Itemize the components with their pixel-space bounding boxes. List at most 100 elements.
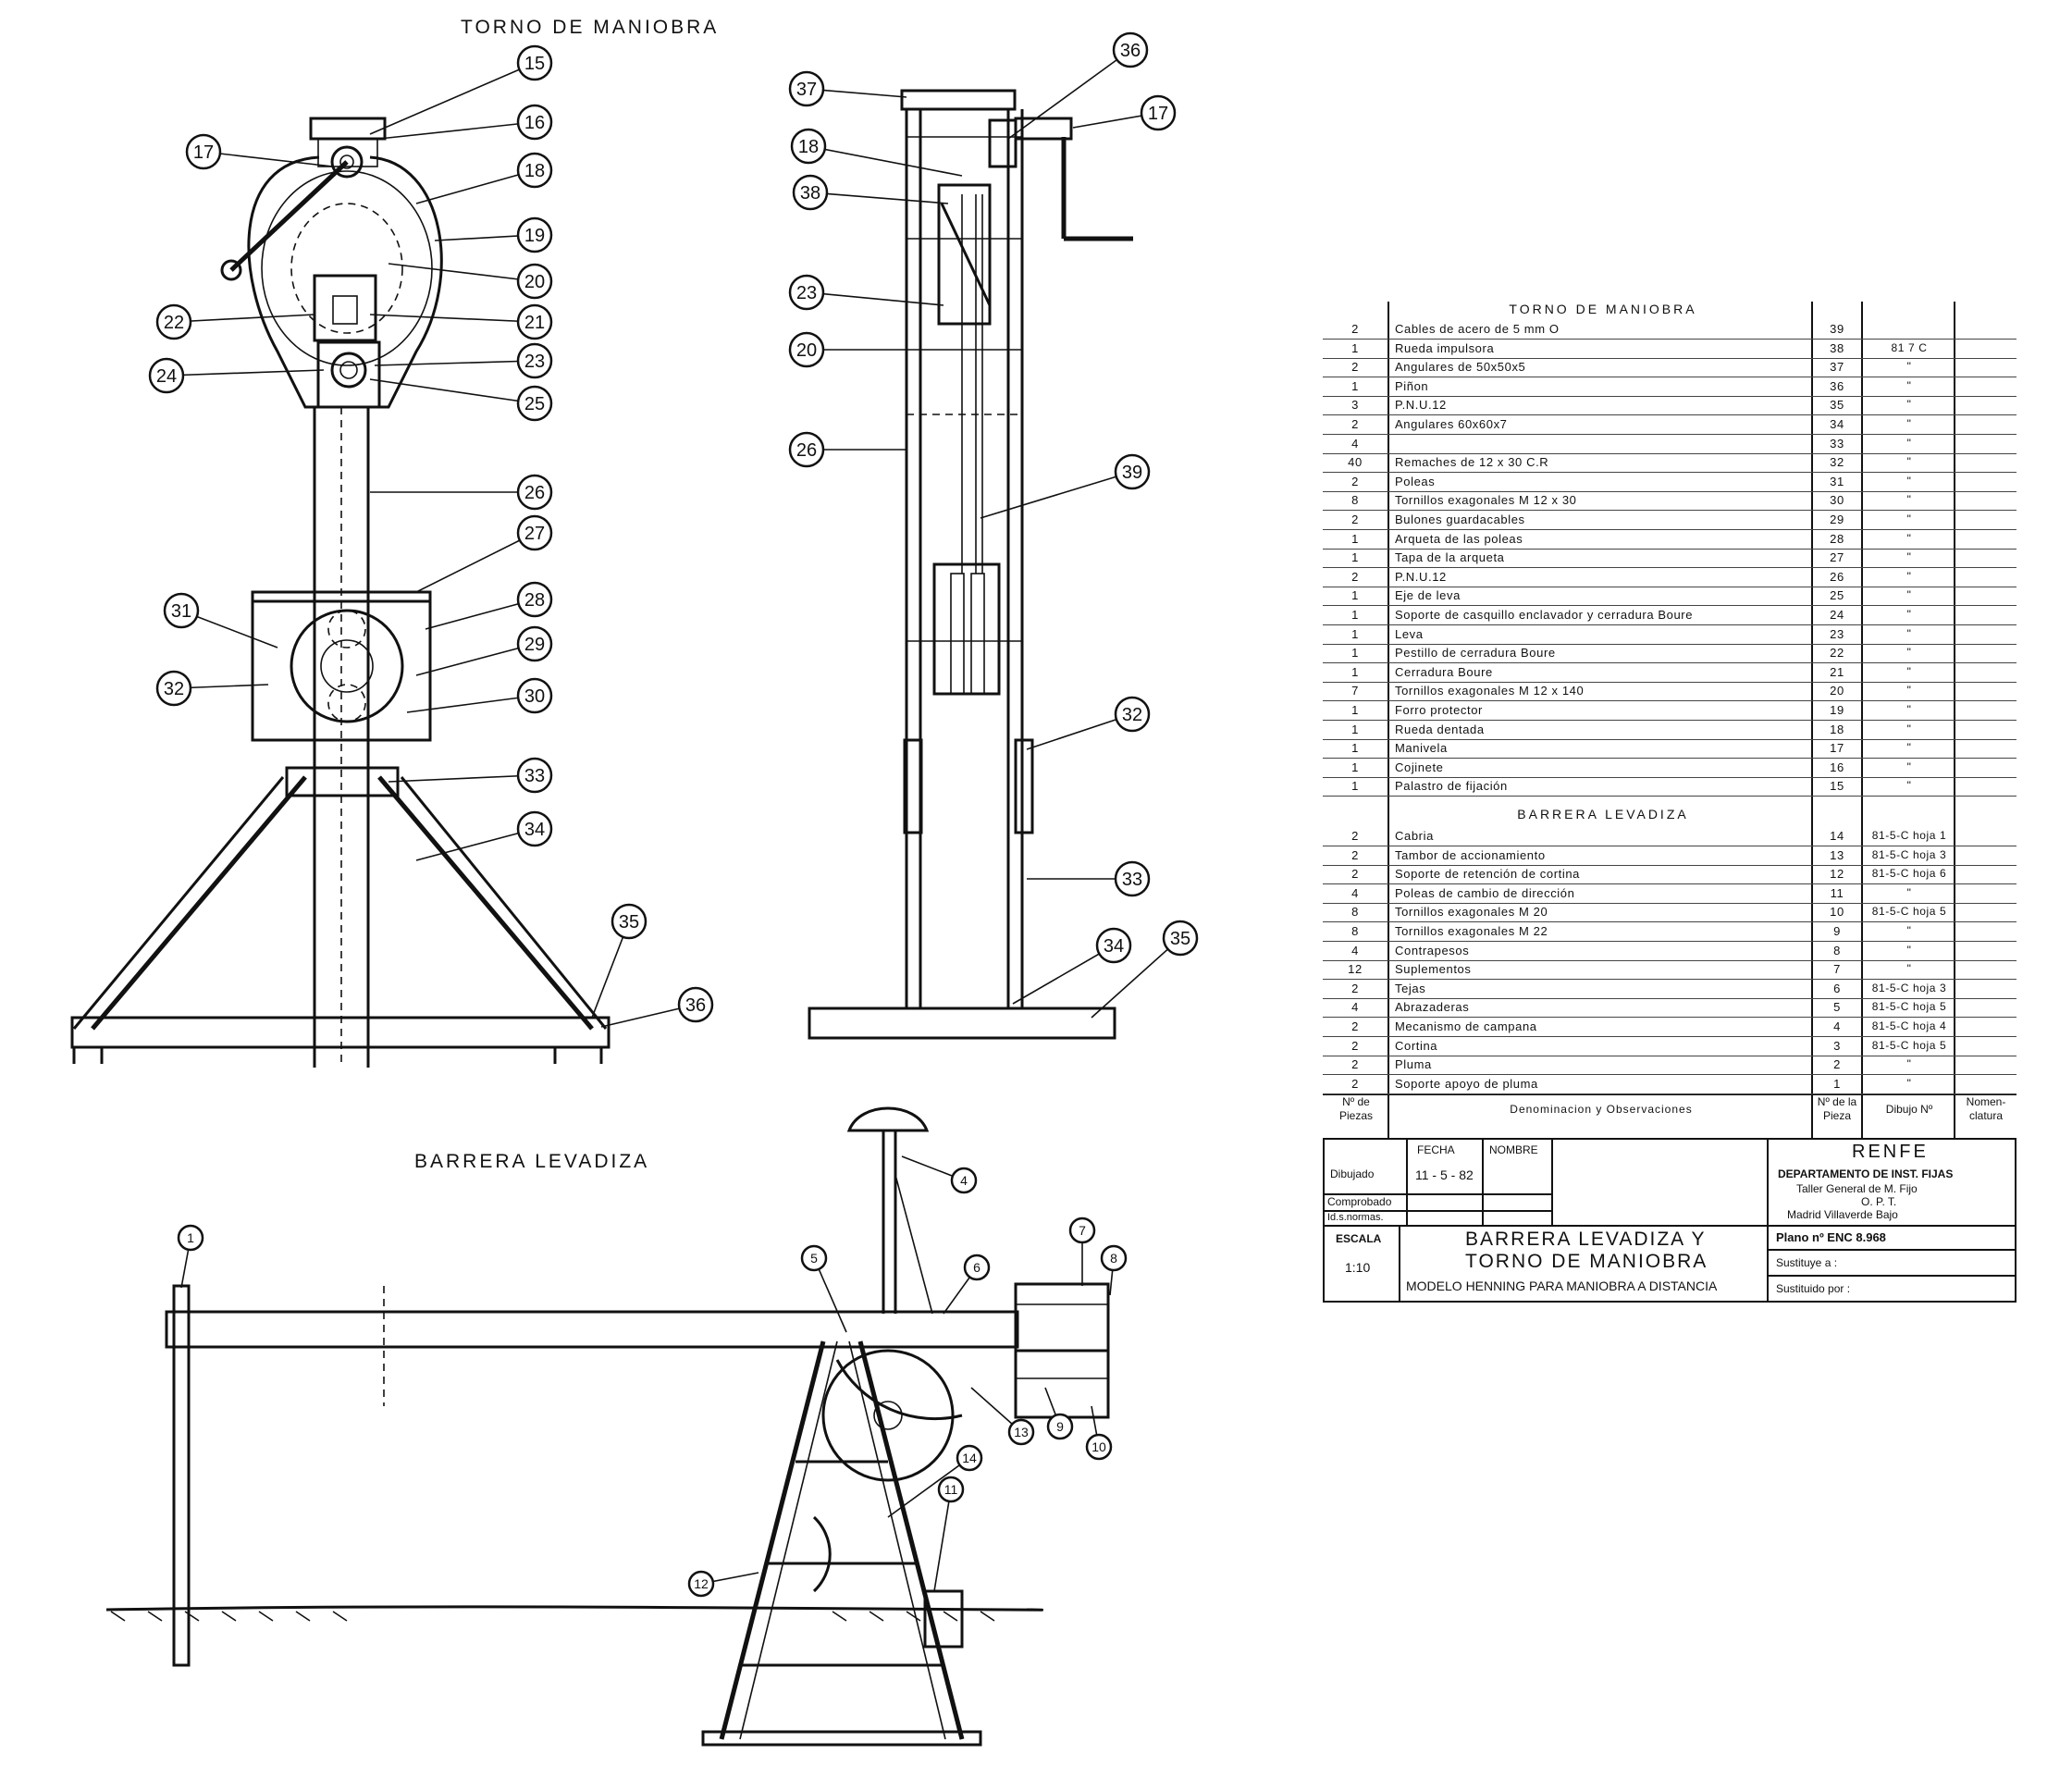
parts-cell-ref: " (1906, 569, 1912, 583)
tb-line (1406, 1140, 1408, 1225)
parts-cell-qty: 8 (1351, 905, 1359, 920)
parts-cell-num: 8 (1833, 943, 1841, 957)
parts-cell-desc: Arqueta de las poleas (1395, 531, 1523, 546)
callout-label: 35 (619, 912, 639, 933)
parts-cell-num: 35 (1830, 398, 1844, 413)
callout-bubble (792, 174, 829, 211)
parts-cell-num: 29 (1830, 513, 1844, 526)
parts-cell-desc: P.N.U.12 (1395, 569, 1447, 584)
parts-cell-ref: 81-5-C hoja 3 (1871, 847, 1947, 861)
parts-cell-qty: 1 (1351, 779, 1359, 794)
callout-bubble (155, 670, 192, 707)
tb-line (1767, 1140, 1769, 1301)
parts-cell-desc: Tornillos exagonales M 12 x 140 (1395, 684, 1585, 698)
callout-bubble (155, 303, 192, 340)
parts-cell-qty: 3 (1351, 398, 1359, 413)
parts-cell-ref: " (1906, 779, 1912, 793)
parts-cell-qty: 4 (1351, 1000, 1359, 1015)
parts-cell-num: 18 (1830, 722, 1844, 736)
parts-cell-ref: " (1906, 924, 1912, 937)
tb-dibujado-fecha: 11 - 5 - 82 (1415, 1167, 1474, 1182)
leader-line (1091, 937, 1181, 1019)
parts-cell-qty: 7 (1351, 684, 1359, 698)
leader-line (415, 532, 536, 593)
callout-bubble (516, 810, 553, 847)
callout-bubble (516, 677, 553, 714)
parts-cell-num: 27 (1830, 550, 1844, 565)
callout-bubble (1095, 927, 1132, 964)
callout-label: 18 (798, 137, 819, 157)
parts-cell-num: 33 (1830, 436, 1844, 451)
parts-cell-qty: 2 (1351, 513, 1359, 526)
leader-line (388, 774, 536, 783)
parts-cell-num: 21 (1830, 664, 1844, 679)
tb-plano: Plano nº ENC 8.968 (1776, 1230, 1886, 1244)
callout-bubble (937, 1476, 965, 1503)
parts-cell-qty: 2 (1351, 867, 1359, 882)
parts-cell-num: 6 (1833, 981, 1841, 995)
leader-line (369, 62, 536, 135)
tb-nombre-label: NOMBRE (1489, 1143, 1538, 1156)
callout-bubble (788, 274, 825, 311)
callout-bubble (788, 331, 825, 368)
parts-cell-num: 19 (1830, 703, 1844, 717)
parts-cell-ref: " (1906, 1076, 1912, 1090)
tb-line (1767, 1249, 2015, 1251)
parts-cell-desc: Rueda dentada (1395, 722, 1485, 736)
callout-label: 15 (524, 54, 545, 74)
parts-cell-ref: " (1906, 741, 1912, 755)
callout-label: 34 (524, 820, 545, 840)
parts-cell-desc: Rueda impulsora (1395, 340, 1495, 355)
callout-bubble (687, 1570, 715, 1598)
tb-dept: DEPARTAMENTO DE INST. FIJAS (1778, 1167, 1954, 1180)
parts-cell-desc: Tejas (1395, 981, 1426, 995)
parts-cell-num: 23 (1830, 626, 1844, 641)
leader-line (369, 378, 536, 404)
callout-bubble (963, 1254, 991, 1281)
callout-bubble (516, 625, 553, 662)
callout-bubble (1085, 1433, 1113, 1461)
callout-label: 29 (524, 635, 545, 655)
callout-label: 27 (524, 524, 545, 544)
parts-cell-desc: Soporte de retención de cortina (1395, 867, 1580, 882)
tb-line (1399, 1225, 1400, 1301)
tb-comprobado-label: Comprobado (1327, 1195, 1392, 1208)
parts-cell-qty: 2 (1351, 829, 1359, 843)
parts-cell-ref: " (1906, 760, 1912, 773)
parts-cell-num: 17 (1830, 741, 1844, 756)
callout-bubble (956, 1444, 983, 1472)
callout-bubble (516, 474, 553, 511)
parts-cell-desc: Soporte de casquillo enclavador y cerrad… (1395, 608, 1694, 622)
barrera-view (105, 1106, 1110, 1747)
callout-label: 7 (1079, 1223, 1086, 1238)
leader-line (1012, 945, 1115, 1005)
callout-label: 32 (1122, 705, 1142, 725)
leader-line (203, 151, 334, 167)
parts-cell-qty: 1 (1351, 626, 1359, 641)
parts-cell-ref: " (1906, 588, 1912, 602)
callout-label: 22 (164, 313, 184, 333)
parts-cell-num: 5 (1833, 1000, 1841, 1015)
callout-bubble (950, 1167, 978, 1194)
tb-fecha-label: FECHA (1417, 1143, 1455, 1156)
parts-cell-qty: 1 (1351, 646, 1359, 661)
leader-line (406, 695, 536, 713)
callout-bubble (148, 357, 185, 394)
parts-section-torno: TORNO DE MANIOBRA (1509, 302, 1697, 316)
callout-label: 20 (796, 340, 817, 361)
leader-line (425, 599, 536, 630)
tb-sustituido: Sustituido por : (1776, 1282, 1851, 1295)
callout-label: 31 (171, 601, 191, 622)
callout-bubble (1112, 31, 1149, 68)
